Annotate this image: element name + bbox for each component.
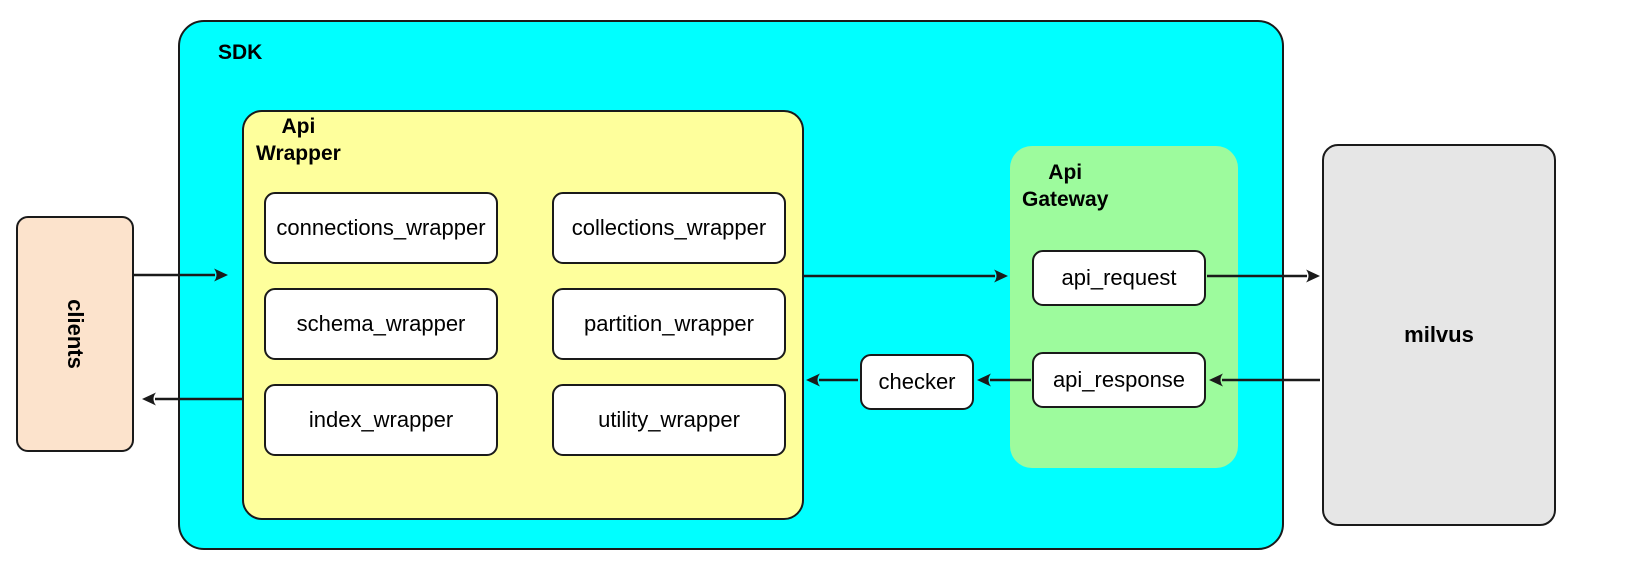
wrapper-node-collections-wrapper[interactable]: collections_wrapper (552, 192, 786, 264)
clients-box[interactable]: clients (16, 216, 134, 452)
wrapper-node-label: partition_wrapper (584, 310, 754, 336)
checker-node-label: checker (878, 368, 956, 394)
api-gateway-container[interactable] (1010, 146, 1238, 468)
milvus-label: milvus (1404, 322, 1474, 347)
wrapper-node-label: connections_wrapper (276, 214, 486, 240)
wrapper-node-connections-wrapper[interactable]: connections_wrapper (264, 192, 498, 264)
wrapper-node-utility-wrapper[interactable]: utility_wrapper (552, 384, 786, 456)
clients-label: clients (63, 299, 88, 369)
wrapper-node-label: index_wrapper (308, 406, 454, 432)
wrapper-node-label: utility_wrapper (598, 406, 740, 432)
gateway-node-label: api_response (1052, 366, 1186, 392)
wrapper-node-schema-wrapper[interactable]: schema_wrapper (264, 288, 498, 360)
gateway-node-label: api_request (1061, 264, 1177, 290)
gateway-node-api-response[interactable]: api_response (1032, 352, 1206, 408)
milvus-box[interactable]: milvus (1322, 144, 1556, 526)
checker-node[interactable]: checker (860, 354, 974, 410)
wrapper-node-label: collections_wrapper (571, 214, 767, 240)
wrapper-node-label: schema_wrapper (296, 310, 466, 336)
wrapper-node-index-wrapper[interactable]: index_wrapper (264, 384, 498, 456)
gateway-node-api-request[interactable]: api_request (1032, 250, 1206, 306)
wrapper-node-partition-wrapper[interactable]: partition_wrapper (552, 288, 786, 360)
